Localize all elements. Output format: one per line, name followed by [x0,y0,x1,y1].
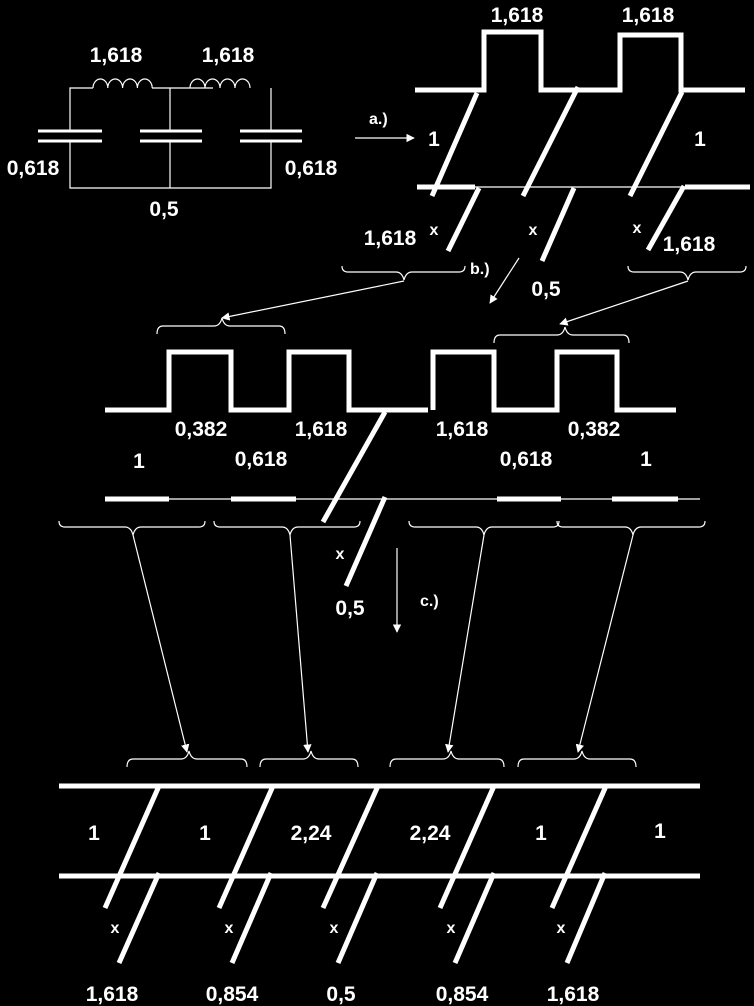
brace-2-to-c-arrow [289,534,312,753]
panel-b-label-1-right: 1 [640,448,652,471]
panel-a-imp-left-label: 1 [428,128,440,151]
panel-c-stub-label-3: 0,5 [326,983,356,1006]
panel-c-imp-6: 1 [654,820,666,843]
panel-b-top-right-brace [493,326,630,344]
panel-c-shunt-2 [229,872,274,964]
cap-left-label: 0,618 [7,157,60,180]
panel-c-stub-label-4: 0,854 [436,983,489,1006]
panel-c-x-4: x [447,920,456,937]
panel-b-stub [320,410,388,524]
panel-b-x: x [336,546,345,563]
panel-a-top-conductor [415,29,745,93]
panel-c-stub-4 [437,784,497,910]
step-a-label: a.) [369,111,388,128]
step-c-label: c.) [420,593,439,610]
panel-a-distributed: 1,618 1,618 1 1 x x x 1,618 0,5 1,618 [341,4,750,301]
panel-b-top-left-brace [156,317,286,335]
circuit-bottom-wire [69,141,272,189]
panel-c-imp-3: 2,24 [291,822,332,845]
brace-1-to-c-arrow [132,534,190,753]
panel-c-stub-label-5: 1,618 [547,983,600,1006]
panel-c-stub-label-2: 0,854 [206,983,259,1006]
panel-a-left-brace [341,265,466,281]
panel-a-imp-right-label: 1 [694,128,706,151]
panel-c-shunt-5 [564,872,608,964]
panel-c-brace-4 [517,750,637,768]
panel-b-label-0382-left: 0,382 [175,418,228,441]
cap-right-label: 0,618 [285,157,338,180]
inductor-left-symbol [92,78,153,89]
panel-b-shunt [343,495,388,588]
panel-c-shunt-1 [116,871,162,965]
panel-a-x1: x [430,222,439,239]
capacitor-middle-symbol [140,129,202,143]
panel-a-stub-2 [520,85,581,198]
panel-b-label-0382-right: 0,382 [568,418,621,441]
panel-b-label-1618-right: 1,618 [436,418,489,441]
panel-a-stub-1 [429,91,480,198]
panel-a-top-right-label: 1,618 [622,4,675,27]
panel-a-shunt-1 [445,186,482,253]
lumped-lc-circuit: 1,618 1,618 0,618 0,5 0,618 [7,44,338,221]
panel-b-stub-label: 0,5 [335,597,365,620]
panel-a-stub-right-label: 1,618 [663,233,716,256]
panel-c-imp-5: 1 [535,822,547,845]
panel-a-right-brace [627,265,747,281]
cap-middle-label: 0,5 [149,198,179,221]
panel-c-stub-1 [102,784,162,910]
left-brace-to-b-arrow [221,280,405,321]
panel-b-kuroda: 0,382 1,618 1,618 0,382 1 0,618 0,618 1 … [58,317,706,620]
panel-a-x3: x [633,220,642,237]
panel-a-stub-3 [627,90,685,198]
panel-b-label-0618-right: 0,618 [500,448,553,471]
panel-c-brace-1 [126,750,248,768]
panel-c-stub-label-1: 1,618 [86,983,139,1006]
panel-b-conductor-left [105,349,428,413]
panel-a-top-left-label: 1,618 [491,4,544,27]
panel-c-stub-2 [216,784,276,910]
inductor-left-label: 1,618 [90,44,143,67]
panel-a-shunt-2 [539,186,577,263]
panel-a-stub-mid-label: 0,5 [531,278,561,301]
panel-c-shunt-4 [452,872,497,964]
panel-c-stub-5 [549,784,609,910]
panel-b-conductor-right [430,349,676,413]
panel-c-x-1: x [111,920,120,937]
panel-c-shunt-3 [335,872,380,964]
panel-b-label-1618-left: 1,618 [295,418,348,441]
brace-3-to-c-arrow [445,534,485,753]
panel-c-x-3: x [330,920,339,937]
panel-a-x2: x [529,222,538,239]
panel-c-x-5: x [557,920,566,937]
right-brace-to-b-arrow [559,280,689,326]
panel-a-shunt-3 [645,184,687,252]
panel-c-imp-1: 1 [88,822,100,845]
panel-c-imp-4: 2,24 [410,822,451,845]
panel-c-imp-2: 1 [199,822,211,845]
panel-c-brace-2 [259,750,359,768]
panel-a-stub-left-label: 1,618 [364,227,417,250]
panel-b-label-1-left: 1 [133,450,145,473]
step-b-label: b.) [470,261,490,278]
step-b-arrow [489,257,520,304]
circuit-top-wire [69,87,272,130]
panel-c-stub-3 [320,784,381,910]
panel-c-final: 1 1 2,24 2,24 1 1 x x x x x 1,618 0,854 … [59,750,700,1006]
inductor-right-label: 1,618 [202,44,255,67]
inductor-right-symbol [189,78,251,89]
panel-c-brace-3 [389,750,505,768]
panel-b-label-0618-left: 0,618 [235,448,288,471]
brace-4-to-c-arrow [575,534,634,753]
panel-c-x-2: x [225,920,234,937]
